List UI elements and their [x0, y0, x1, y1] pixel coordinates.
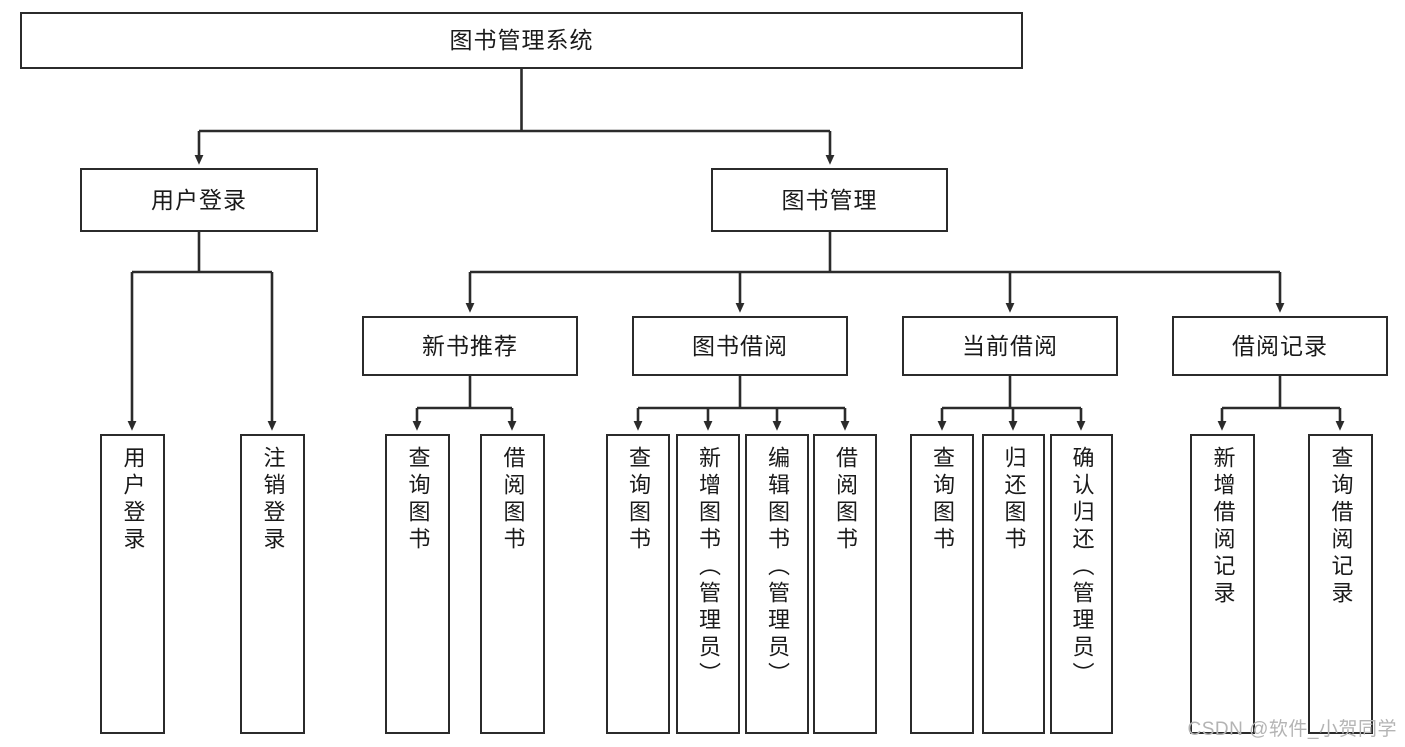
node-level3-book-borrow[interactable]: 图书借阅 — [632, 316, 848, 376]
node-level3-current-borrow[interactable]: 当前借阅 — [902, 316, 1118, 376]
node-leaf-label: 查询图书 — [930, 446, 955, 554]
node-leaf-label: 新增借阅记录 — [1210, 446, 1236, 608]
node-leaf-confirm-return-admin[interactable]: 确认归还（管理员） — [1050, 434, 1113, 734]
node-leaf-label: 注销登录 — [260, 446, 286, 554]
node-leaf-label: 借阅图书 — [500, 446, 526, 554]
node-leaf-label: 用户登录 — [120, 446, 146, 554]
node-leaf-borrow-book[interactable]: 借阅图书 — [813, 434, 877, 734]
node-leaf-label: 借阅图书 — [833, 446, 858, 554]
node-leaf-query-book-current[interactable]: 查询图书 — [910, 434, 974, 734]
node-level2-user-login[interactable]: 用户登录 — [80, 168, 318, 232]
node-leaf-user-login[interactable]: 用户登录 — [100, 434, 165, 734]
node-leaf-label: 编辑图书（管理员） — [765, 446, 790, 689]
node-leaf-add-borrow-record[interactable]: 新增借阅记录 — [1190, 434, 1255, 734]
node-leaf-return-book[interactable]: 归还图书 — [982, 434, 1045, 734]
node-leaf-logout[interactable]: 注销登录 — [240, 434, 305, 734]
node-level2-book-management[interactable]: 图书管理 — [711, 168, 948, 232]
node-root[interactable]: 图书管理系统 — [20, 12, 1023, 69]
node-leaf-label: 新增图书（管理员） — [696, 446, 721, 689]
node-leaf-label: 归还图书 — [1001, 446, 1027, 554]
node-leaf-label: 查询图书 — [626, 446, 651, 554]
node-leaf-add-book-admin[interactable]: 新增图书（管理员） — [676, 434, 740, 734]
node-level3-new-book-recommend[interactable]: 新书推荐 — [362, 316, 578, 376]
node-leaf-label: 查询借阅记录 — [1328, 446, 1354, 608]
node-leaf-borrow-book-recommend[interactable]: 借阅图书 — [480, 434, 545, 734]
node-leaf-query-book-recommend[interactable]: 查询图书 — [385, 434, 450, 734]
node-leaf-edit-book-admin[interactable]: 编辑图书（管理员） — [745, 434, 809, 734]
node-leaf-query-borrow-record[interactable]: 查询借阅记录 — [1308, 434, 1373, 734]
node-leaf-label: 确认归还（管理员） — [1069, 446, 1095, 689]
node-leaf-label: 查询图书 — [405, 446, 431, 554]
node-leaf-query-book-borrow[interactable]: 查询图书 — [606, 434, 670, 734]
watermark: CSDN @软件_小贺同学 — [1187, 719, 1397, 740]
node-level3-borrow-records[interactable]: 借阅记录 — [1172, 316, 1388, 376]
